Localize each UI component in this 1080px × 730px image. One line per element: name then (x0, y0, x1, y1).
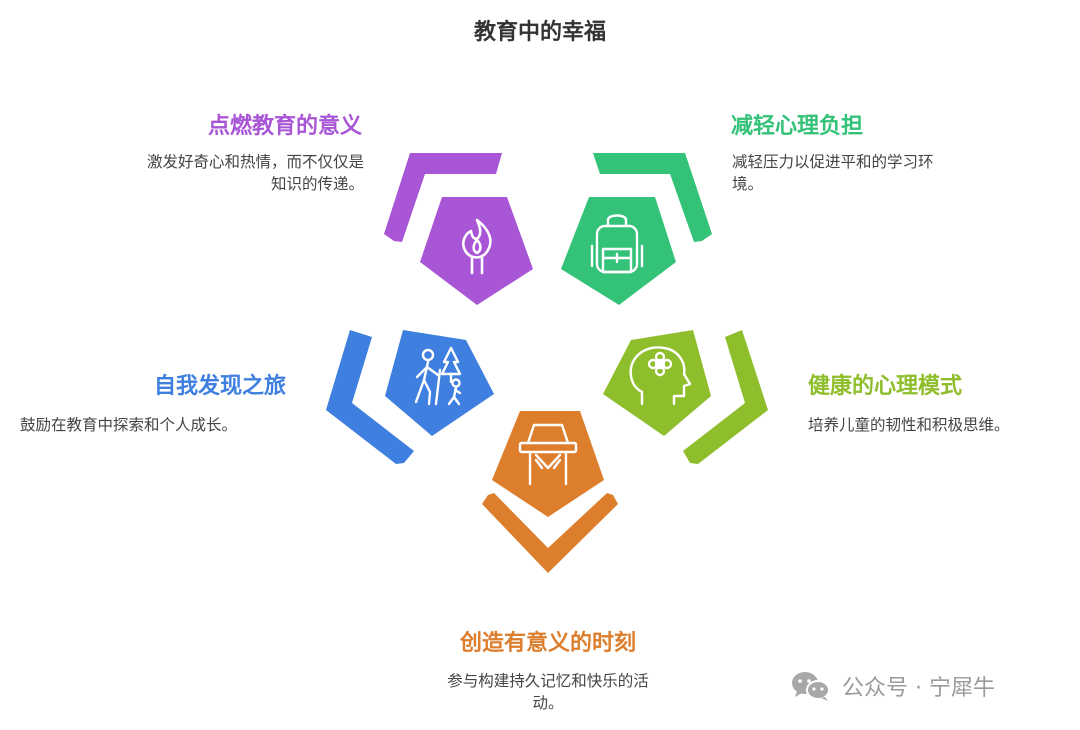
segment-burden (561, 153, 712, 305)
segment-meaning-pentagon (420, 197, 533, 305)
desc-burden-line: 境。 (732, 175, 764, 193)
diagram-title: 教育中的幸福 (473, 20, 606, 45)
wechat-icon (792, 672, 830, 701)
segment-discovery-bracket (326, 330, 414, 464)
desc-discovery-line: 鼓励在教育中探索和个人成长。 (20, 416, 238, 434)
hiking-icon (414, 346, 462, 406)
desc-burden: 减轻压力以促进平和的学习环 境。 (732, 151, 1032, 195)
watermark-text: 公众号 · 宁犀牛 (842, 676, 995, 701)
segment-burden-bracket (593, 153, 712, 242)
watermark: 公众号 · 宁犀牛 (790, 670, 995, 702)
segment-moments (482, 411, 618, 573)
segment-burden-pentagon (561, 197, 676, 305)
segment-moments-bracket (482, 493, 618, 573)
desc-discovery: 鼓励在教育中探索和个人成长。 (20, 414, 320, 436)
segment-health-pentagon (603, 330, 711, 436)
desc-moments-line: 动。 (532, 694, 564, 712)
segment-discovery (326, 330, 494, 464)
segment-meaning-bracket (384, 153, 502, 242)
heading-meaning: 点燃教育的意义 (207, 114, 362, 139)
desc-meaning-line: 激发好奇心和热情，而不仅仅是 (146, 153, 364, 171)
desc-moments-line: 参与构建持久记忆和快乐的活 (447, 672, 649, 690)
desc-meaning: 激发好奇心和热情，而不仅仅是 知识的传递。 (60, 151, 364, 195)
segment-health (603, 330, 768, 464)
desc-meaning-line: 知识的传递。 (270, 175, 364, 193)
heading-discovery: 自我发现之旅 (153, 374, 286, 399)
flame-icon (462, 218, 492, 275)
backpack-icon (590, 214, 644, 274)
high-chair-icon (518, 423, 578, 486)
desc-health: 培养儿童的韧性和积极思维。 (808, 414, 1068, 436)
segment-health-bracket (683, 330, 768, 464)
desc-burden-line: 减轻压力以促进平和的学习环 (732, 153, 934, 171)
segment-meaning (384, 153, 533, 305)
heading-health: 健康的心理模式 (808, 374, 963, 399)
segment-moments-pentagon (492, 411, 604, 517)
heading-moments: 创造有意义的时刻 (459, 631, 636, 656)
desc-moments: 参与构建持久记忆和快乐的活 动。 (405, 670, 691, 714)
desc-health-line: 培养儿童的韧性和积极思维。 (808, 416, 1010, 434)
heading-burden: 减轻心理负担 (731, 114, 864, 139)
mind-flower-icon (629, 346, 692, 406)
